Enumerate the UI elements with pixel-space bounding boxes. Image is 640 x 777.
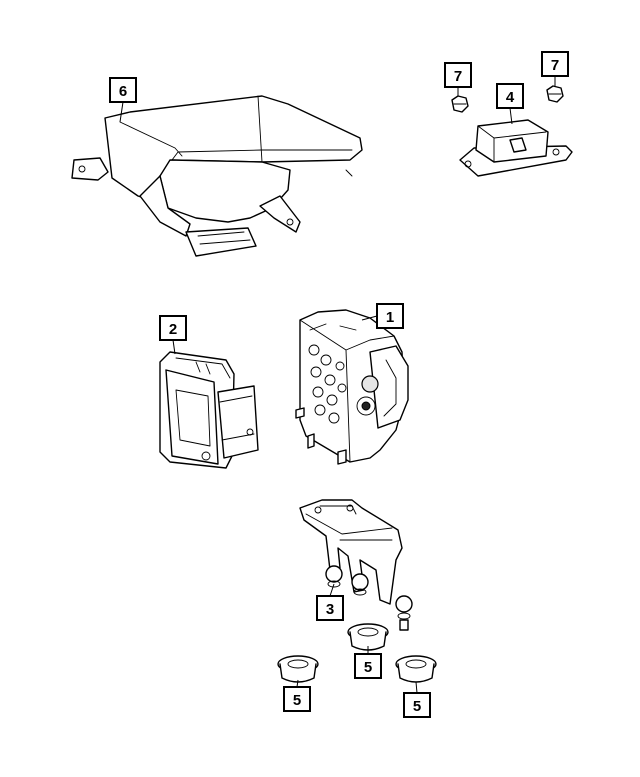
callout-5-left-label: 5 (293, 692, 301, 709)
hydraulic-unit-part (295, 309, 409, 465)
callout-5-center: 5 (354, 653, 382, 679)
callout-1: 1 (376, 303, 404, 329)
nut-right-part (546, 85, 564, 103)
callout-7-left: 7 (444, 62, 472, 88)
callout-2-label: 2 (169, 321, 177, 338)
callout-2: 2 (159, 315, 187, 341)
leader-lines (119, 76, 556, 694)
callout-7-left-label: 7 (454, 68, 462, 85)
callout-3: 3 (316, 595, 344, 621)
control-module-part (159, 351, 259, 469)
callout-5-right: 5 (403, 692, 431, 718)
callout-7-right-label: 7 (551, 57, 559, 74)
grommet-left-part (277, 655, 319, 683)
callout-7-right: 7 (541, 51, 569, 77)
callout-6: 6 (109, 77, 137, 103)
nut-left-part (451, 95, 469, 113)
callout-4-label: 4 (506, 89, 515, 106)
sensor-part (459, 119, 573, 177)
callout-1-label: 1 (386, 309, 394, 326)
callout-5-center-label: 5 (364, 659, 372, 676)
grommet-center-part (347, 623, 389, 651)
cover-shield-part (71, 95, 363, 257)
bracket-part (299, 499, 413, 631)
callout-6-label: 6 (119, 83, 127, 100)
callout-5-left: 5 (283, 686, 311, 712)
callout-3-label: 3 (326, 601, 334, 618)
callout-4: 4 (496, 83, 524, 109)
grommet-right-part (395, 655, 437, 683)
callout-5-right-label: 5 (413, 698, 421, 715)
